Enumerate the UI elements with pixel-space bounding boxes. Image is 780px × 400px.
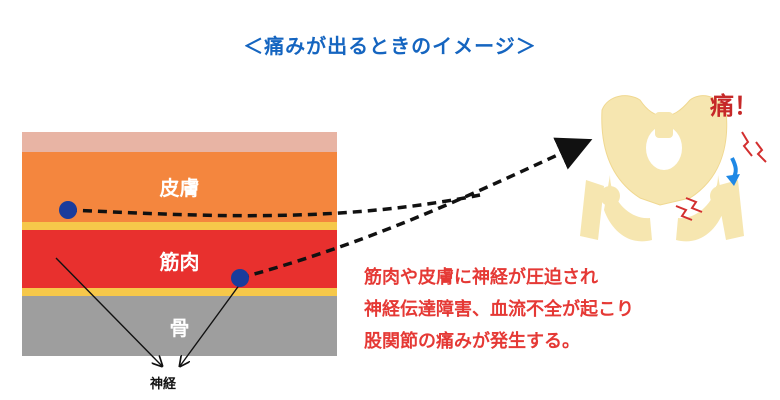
fat-line-upper (22, 222, 337, 230)
nerve-dot-muscle (231, 269, 249, 287)
pain-direction-arrowhead (726, 174, 740, 186)
pelvis-illustration (580, 95, 744, 242)
nerve-label: 神経 (150, 377, 177, 392)
pain-label: 痛！ (710, 92, 758, 120)
nerve-path-skin (67, 193, 481, 218)
nerve-arrow-left (55, 257, 162, 366)
muscle-layer (22, 230, 337, 288)
bone-layer (22, 296, 337, 356)
nerve-path-muscle (239, 137, 593, 280)
skin-surface-layer (22, 132, 337, 152)
description-line: 股関節の痛みが発生する。 (364, 331, 580, 352)
description-line: 神経伝達障害、血流不全が起こり (364, 299, 634, 320)
diagram-title: ＜痛みが出るときのイメージ＞ (243, 34, 537, 58)
nerve-arrow-right (180, 283, 241, 366)
description-line: 筋肉や皮膚に神経が圧迫され (364, 267, 598, 288)
bone-label: 骨 (169, 316, 190, 340)
muscle-label: 筋肉 (159, 250, 200, 274)
pain-impact-marks (675, 131, 767, 221)
nerve-dot-skin (59, 201, 77, 219)
skin-label: 皮膚 (159, 176, 200, 200)
fat-line-lower (22, 288, 337, 296)
description-text: 筋肉や皮膚に神経が圧迫され 神経伝達障害、血流不全が起こり 股関節の痛みが発生す… (364, 262, 634, 358)
